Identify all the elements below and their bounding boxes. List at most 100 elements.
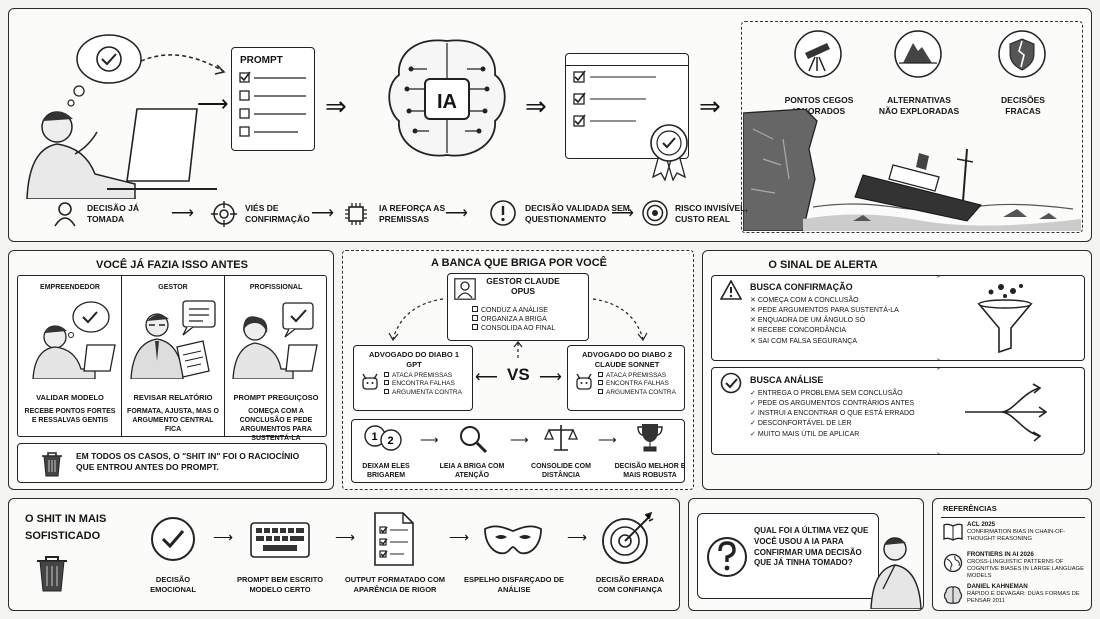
checklist-icon — [573, 70, 656, 127]
diverging-arrows-icon — [965, 383, 1048, 442]
professional-illustration — [232, 302, 318, 379]
top-flow-row: DECISÃO JÁ TOMADA ⟶ VIÉS DE CONFIRMAÇÃO … — [45, 197, 748, 237]
advocate-2-title: ADVOGADO DO DIABO 2 — [581, 350, 672, 359]
person-laptop-illustration — [26, 34, 217, 199]
funnel-card — [937, 275, 1085, 361]
outcome-weak-decisions: DECISÕES FRACAS — [1001, 95, 1045, 116]
advocate-item: ATACA PREMISSAS — [384, 372, 474, 380]
arrow-icon: ⟶ — [598, 432, 617, 447]
advocate-item: ENCONTRA FALHAS — [384, 380, 474, 388]
arrow-icon: ⇒ — [699, 91, 721, 121]
shit-step-output: OUTPUT FORMATADO COM APARÊNCIA DE RIGOR — [344, 575, 446, 594]
gestor-item: CONDUZ A ANÁLISE — [472, 306, 586, 315]
ref-2-name: FRONTIERS IN AI 2026 — [967, 551, 1034, 558]
before-title: VOCÊ JÁ FAZIA ISSO ANTES — [96, 259, 248, 271]
gestor-item: ORGANIZA A BRIGA — [472, 315, 586, 324]
before-footer: EM TODOS OS CASOS, O "SHIT IN" FOI O RAC… — [17, 443, 327, 483]
references-title: REFERÊNCIAS — [943, 504, 997, 513]
confirm-item: ✕ RECEBE CONCORDÂNCIA — [750, 327, 847, 335]
analysis-title: BUSCA ANÁLISE — [750, 375, 824, 385]
diverging-card — [937, 367, 1085, 455]
advocate-item: ENCONTRA FALHAS — [598, 380, 686, 388]
advocate-2-card: ADVOGADO DO DIABO 2 CLAUDE SONNET ATACA … — [567, 345, 685, 411]
analysis-list: ✓ ENTREGA O PROBLEMA SEM CONCLUSÃO ✓ PED… — [750, 389, 970, 440]
ref-3-desc: RÁPIDO E DEVAGAR: DUAS FORMAS DE PENSAR … — [967, 591, 1080, 604]
outcomes-dashed-box — [741, 21, 1083, 233]
thinking-man-illustration — [870, 537, 922, 609]
shit-step-mirror: ESPELHO DISFARÇADO DE ANÁLISE — [463, 575, 564, 594]
arrow-right-icon: ⟶ — [539, 369, 562, 386]
analysis-item: ✓ MUITO MAIS ÚTIL DE APLICAR — [750, 430, 860, 438]
svg-text:2: 2 — [388, 435, 394, 447]
flow-step-risk: RISCO INVISÍVEL, CUSTO REAL — [675, 203, 748, 224]
role-entrepreneur: EMPREENDEDOR — [40, 284, 100, 291]
advocate-1-model: GPT — [406, 360, 422, 369]
check-circle-icon — [720, 372, 742, 394]
arrow-icon: ⟶ — [567, 529, 588, 545]
shit-step-wrong-decision: DECISÃO ERRADA COM CONFIANÇA — [595, 575, 665, 594]
alert-title: O SINAL DE ALERTA — [768, 259, 878, 271]
arrow-icon: ⟶ — [420, 432, 439, 447]
shit-in-panel: O SHIT IN MAIS SOFISTICADO DECISÃO EMOCI… — [8, 498, 680, 611]
outcome-blind-spots: PONTOS CEGOS IGNORADOS — [784, 95, 854, 116]
analysis-item: ✓ ENTREGA O PROBLEMA SEM CONCLUSÃO — [750, 390, 903, 397]
confirm-list: ✕ COMEÇA COM A CONCLUSÃO ✕ PEDE ARGUMENT… — [750, 296, 970, 347]
action-validate-model: VALIDAR MODELO — [36, 393, 104, 402]
gestor-item: CONSOLIDA AO FINAL — [472, 324, 586, 333]
arrow-icon: ⟶ — [171, 205, 194, 222]
trash-can-icon — [37, 556, 67, 592]
checklist-document-icon — [374, 512, 414, 566]
target-icon — [642, 200, 668, 226]
arrow-icon: ⟶ — [335, 529, 356, 545]
desc-manager: FORMATA, AJUSTA, MAS O ARGUMENTO CENTRAL… — [127, 408, 219, 434]
alert-panel: O SINAL DE ALERTA BUSCA CONFIRMAÇÃO ✕ CO… — [702, 250, 1092, 490]
keyboard-icon — [250, 522, 310, 558]
book-icon — [943, 523, 963, 541]
banca-title: A BANCA QUE BRIGA POR VOCÊ — [430, 257, 607, 269]
trash-can-icon — [42, 452, 62, 477]
flow-step-ai: IA REFORÇA AS PREMISSAS — [379, 203, 446, 224]
before-footer-text: EM TODOS OS CASOS, O "SHIT IN" FOI O RAC… — [76, 451, 300, 473]
desc-entrepreneur: RECEBE PONTOS FORTES E RESSALVAS GENTIS — [24, 408, 116, 425]
advocate-item: ARGUMENTA CONTRA — [384, 388, 474, 397]
arrow-icon: ⟶ — [311, 205, 334, 222]
gestor-title: GESTOR CLAUDE OPUS — [486, 276, 560, 296]
ref-1-desc: CONFIRMATION BIAS IN CHAIN-OF-THOUGHT RE… — [967, 529, 1066, 542]
arrow-icon: ⟶ — [611, 205, 634, 222]
outcome-alternatives: ALTERNATIVAS NÃO EXPLORADAS — [878, 95, 960, 116]
step-read-fight: LEIA A BRIGA COM ATENÇÃO — [439, 463, 505, 480]
question-mark-icon — [707, 537, 747, 577]
action-lazy-prompt: PROMPT PREGUIÇOSO — [233, 393, 319, 402]
analysis-item: ✓ INSTRUI A ENCONTRAR O QUE ESTÁ ERRADO — [750, 410, 915, 418]
advocate-1-title: ADVOGADO DO DIABO 1 — [368, 350, 459, 359]
ref-3-name: DANIEL KAHNEMAN — [967, 583, 1028, 590]
gestor-card: GESTOR CLAUDE OPUS CONDUZ A ANÁLISE ORGA… — [447, 273, 589, 341]
step-let-them-fight: DEIXAM ELES BRIGAREM — [362, 463, 410, 480]
flow-step-bias: VIÉS DE CONFIRMAÇÃO — [245, 203, 310, 224]
arrow-left-icon: ⟵ — [475, 369, 498, 386]
broken-shield-icon — [998, 30, 1046, 78]
confirm-item: ✕ ENQUADRA DE UM ÂNGULO SÓ — [750, 317, 866, 325]
target-crosshair-icon — [211, 201, 237, 227]
check-circle-icon — [151, 517, 195, 561]
question-text: QUAL FOI A ÚLTIMA VEZ QUE VOCÊ USOU A IA… — [754, 526, 869, 568]
ref-1-name: ACL 2025 — [967, 521, 996, 528]
confirm-item: ✕ SAI COM FALSA SEGURANÇA — [750, 337, 858, 345]
role-manager: GESTOR — [158, 284, 188, 291]
brain-icon — [943, 586, 963, 604]
analysis-item: ✓ DESCONFORTÁVEL DE LER — [750, 420, 852, 428]
arrow-icon: ⇒ — [325, 91, 347, 121]
person-icon — [454, 278, 476, 300]
dashed-arrow — [140, 54, 226, 75]
iceberg-icon — [894, 30, 942, 78]
advocate-item: ARGUMENTA CONTRA — [598, 388, 686, 397]
manager-illustration — [130, 300, 216, 379]
shit-step-emotional: DECISÃO EMOCIONAL — [150, 575, 196, 594]
step-better-decision: DECISÃO MELHOR E MAIS ROBUSTA — [614, 463, 686, 480]
flow-step-validated: DECISÃO VALIDADA SEM QUESTIONAMENTO — [525, 203, 630, 224]
svg-text:1: 1 — [372, 431, 378, 443]
confirm-item: ✕ COMEÇA COM A CONCLUSÃO — [750, 297, 859, 304]
banca-panel: A BANCA QUE BRIGA POR VOCÊ GESTOR CLAUDE… — [342, 250, 694, 490]
